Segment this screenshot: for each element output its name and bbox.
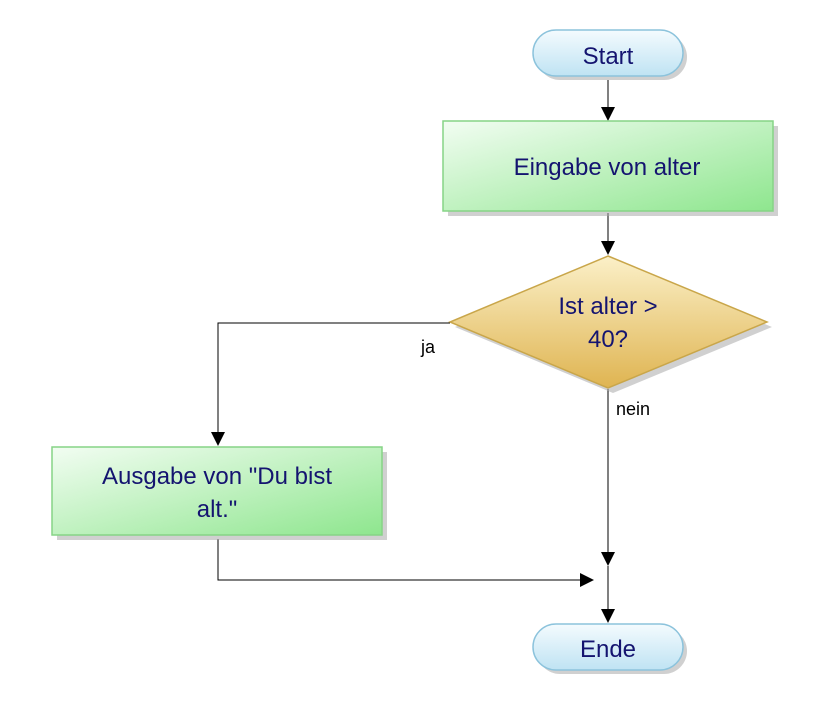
- edge-decision-yes: [217, 322, 450, 433]
- edge-output-merge: [217, 539, 582, 581]
- decision-line2: 40?: [588, 326, 628, 353]
- output-node: Ausgabe von "Du bist alt.": [51, 446, 387, 540]
- arrowhead-decision-yes: [211, 432, 225, 446]
- arrowhead-start-input: [601, 107, 615, 121]
- arrowhead-output-merge: [580, 573, 594, 587]
- start-label: Start: [583, 43, 634, 70]
- connectors: [211, 80, 615, 623]
- input-node: Eingabe von alter: [442, 120, 778, 216]
- no-label: nein: [616, 399, 650, 419]
- arrowhead-decision-no: [601, 552, 615, 566]
- input-label: Eingabe von alter: [514, 154, 701, 181]
- decision-line1: Ist alter >: [558, 293, 657, 320]
- yes-label: ja: [420, 337, 436, 357]
- end-node: Ende: [532, 623, 687, 674]
- arrowhead-merge-end: [601, 609, 615, 623]
- decision-node: Ist alter > 40?: [448, 255, 772, 393]
- arrowhead-input-decision: [601, 241, 615, 255]
- output-line2: alt.": [197, 496, 238, 523]
- output-line1: Ausgabe von "Du bist: [102, 463, 332, 490]
- start-node: Start: [532, 29, 687, 80]
- end-label: Ende: [580, 636, 636, 663]
